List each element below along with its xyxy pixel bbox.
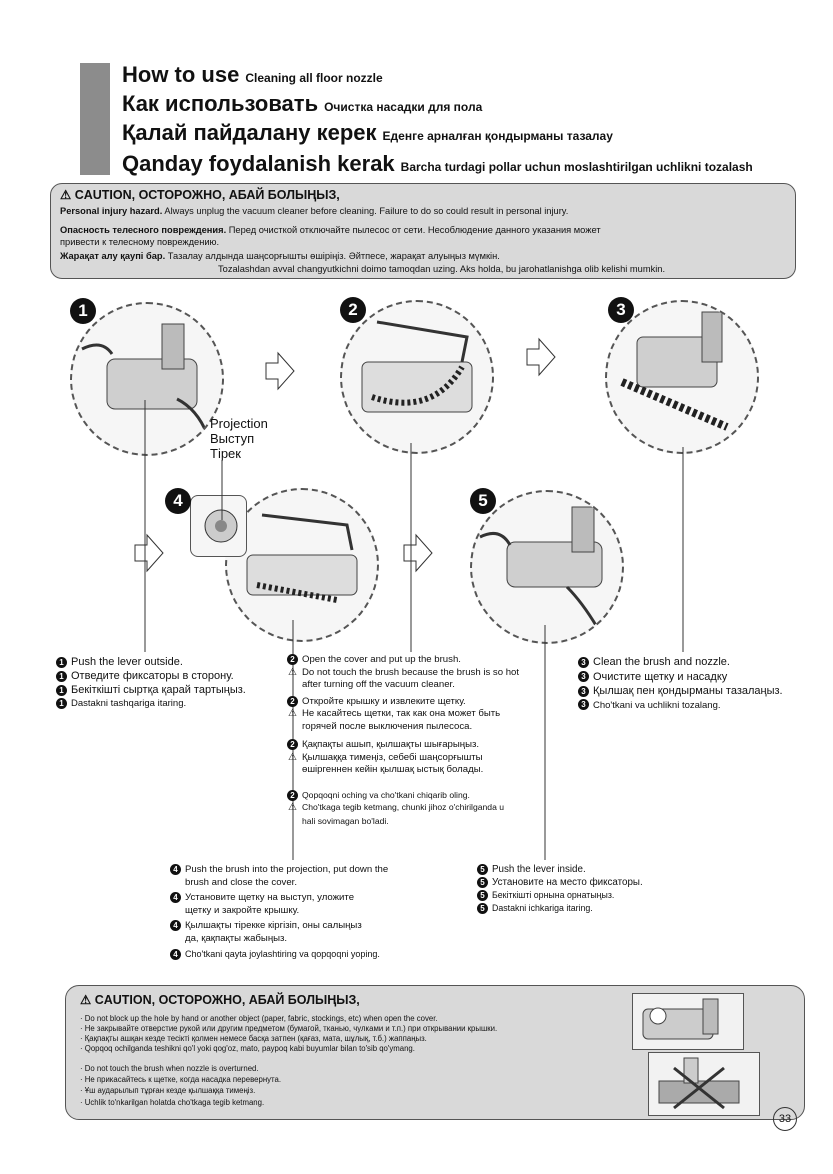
caution-line: Tozalashdan avval changyutkichni doimo t… [218,264,666,274]
step-number-1: 1 [70,298,96,324]
caution-bullet: · Ұш аударылып тұрған кезде қылшаққа тим… [80,1086,256,1095]
cover-open-drawing [361,320,473,413]
clean-brush-drawing [620,311,729,431]
step-number-3: 3 [608,297,634,323]
warning-icon: ⚠ [80,993,95,1007]
projection-detail [190,495,247,557]
cover-hole-drawing [642,998,719,1040]
arrow-right-icon [526,337,556,377]
caution-box-top [50,183,796,279]
caution-title-bottom: ⚠ CAUTION, ОСТОРОЖНО, АБАЙ БОЛЫҢЫЗ, [80,993,360,1007]
header-accent-bar [80,63,110,175]
arrow-right-icon [403,533,433,573]
caution-line: Жарақат алу қаупі бар. Тазалау алдында ш… [60,251,500,261]
caution-bullet: · Uchlik to'nkarilgan holatda cho'tkaga … [80,1098,265,1107]
caution-illustration-cover [632,993,744,1050]
caution-line: Опасность телесного повреждения. Перед о… [60,225,601,235]
caution-bullet: · Do not block up the hole by hand or an… [80,1014,438,1023]
step3-illustration [605,300,759,454]
projection-label: Projection Выступ Тірек [210,416,268,461]
nozzle-lever-in-drawing [479,506,603,628]
arrow-right-icon [265,351,295,391]
page-number: 33 [773,1107,797,1131]
arrow-right-icon [134,533,164,573]
caution-line: Personal injury hazard. Always unplug th… [60,206,569,216]
insert-brush-drawing [246,513,358,603]
step-number-4: 4 [165,488,191,514]
caution-bullet: · Do not touch the brush when nozzle is … [80,1064,259,1073]
step4-illustration [225,488,379,642]
caution-bullet: · Қақпақты ашқан кезде тесікті қолмен не… [80,1034,427,1043]
caution-line: привести к телесному повреждению. [60,237,220,247]
step5-illustration [470,490,624,644]
caution-illustration-overturned [648,1052,760,1116]
step-number-5: 5 [470,488,496,514]
nozzle-lever-out-drawing [81,323,209,435]
caution-bullet: · Не закрывайте отверстие рукой или друг… [80,1024,498,1033]
projection-detail-drawing [204,509,238,543]
overturned-nozzle-drawing [658,1057,740,1110]
caution-bullet: · Не прикасайтесь к щетке, когда насадка… [80,1075,282,1084]
warning-icon: ⚠ [60,188,75,202]
caution-bullet: · Qopqoq ochilganda teshikni qo'l yoki q… [80,1044,415,1053]
step1-illustration [70,302,224,456]
step2-illustration [340,300,494,454]
step-number-2: 2 [340,297,366,323]
caution-title-top: ⚠ CAUTION, ОСТОРОЖНО, АБАЙ БОЛЫҢЫЗ, [60,188,340,202]
